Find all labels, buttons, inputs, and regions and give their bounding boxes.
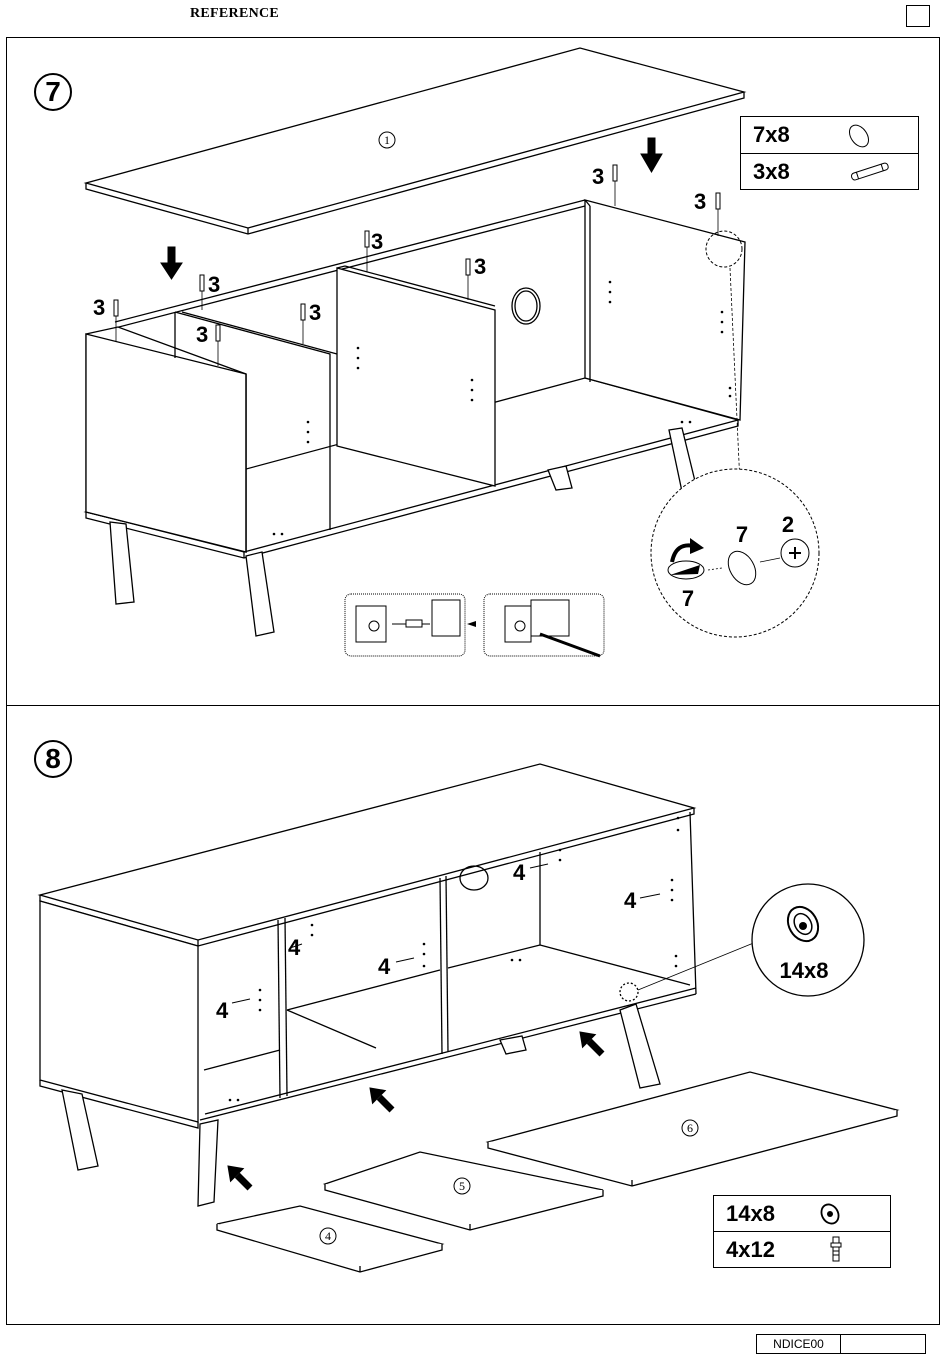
screw-qty-label: 4 <box>378 954 391 979</box>
top-board <box>86 48 744 228</box>
cam-lock-icon <box>818 1202 848 1226</box>
dowel-qty-label: 3 <box>694 189 706 214</box>
part-1-label: 1 <box>384 133 390 147</box>
cam-part-label: 2 <box>782 512 794 537</box>
hardware-row: 3x8 <box>741 154 918 189</box>
dowel-qty-label: 3 <box>592 164 604 189</box>
cover-part-label: 7 <box>736 522 748 547</box>
corner-box <box>906 5 930 27</box>
cover-cap-icon <box>845 123 875 149</box>
hardware-row: 4x12 <box>714 1232 890 1267</box>
screw-qty-label: 4 <box>216 998 229 1023</box>
dowel-qty-label: 3 <box>474 254 486 279</box>
hardware-qty: 14x8 <box>726 1201 775 1227</box>
hardware-row: 7x8 <box>741 117 918 154</box>
product-code-box: NDICE00 <box>756 1334 926 1354</box>
dowel-qty-label: 3 <box>196 322 208 347</box>
hardware-qty: 3x8 <box>753 159 790 185</box>
cam-bolt-icon <box>826 1235 846 1265</box>
hardware-row: 14x8 <box>714 1196 890 1232</box>
dowel-qty-label: 3 <box>371 229 383 254</box>
step-8-hardware-table: 14x8 4x12 <box>713 1195 891 1268</box>
hardware-qty: 7x8 <box>753 122 790 148</box>
cover-part-label: 7 <box>682 586 694 611</box>
dowel-qty-label: 3 <box>309 300 321 325</box>
screw-qty-label: 4 <box>288 935 301 960</box>
wooden-dowel-icon <box>845 160 895 184</box>
step-7-hardware-table: 7x8 3x8 <box>740 116 919 190</box>
reference-label: REFERENCE <box>190 6 279 22</box>
product-code: NDICE00 <box>757 1335 841 1353</box>
dowel-qty-label: 3 <box>93 295 105 320</box>
part-5-label: 5 <box>459 1179 465 1193</box>
part-6-label: 6 <box>687 1121 693 1135</box>
part-4-label: 4 <box>325 1229 331 1243</box>
dowel-qty-label: 3 <box>208 272 220 297</box>
screw-qty-label: 4 <box>513 860 526 885</box>
screw-qty-label: 4 <box>624 888 637 913</box>
hardware-qty: 4x12 <box>726 1237 775 1263</box>
shelf-pin-label: 14x8 <box>780 958 829 983</box>
